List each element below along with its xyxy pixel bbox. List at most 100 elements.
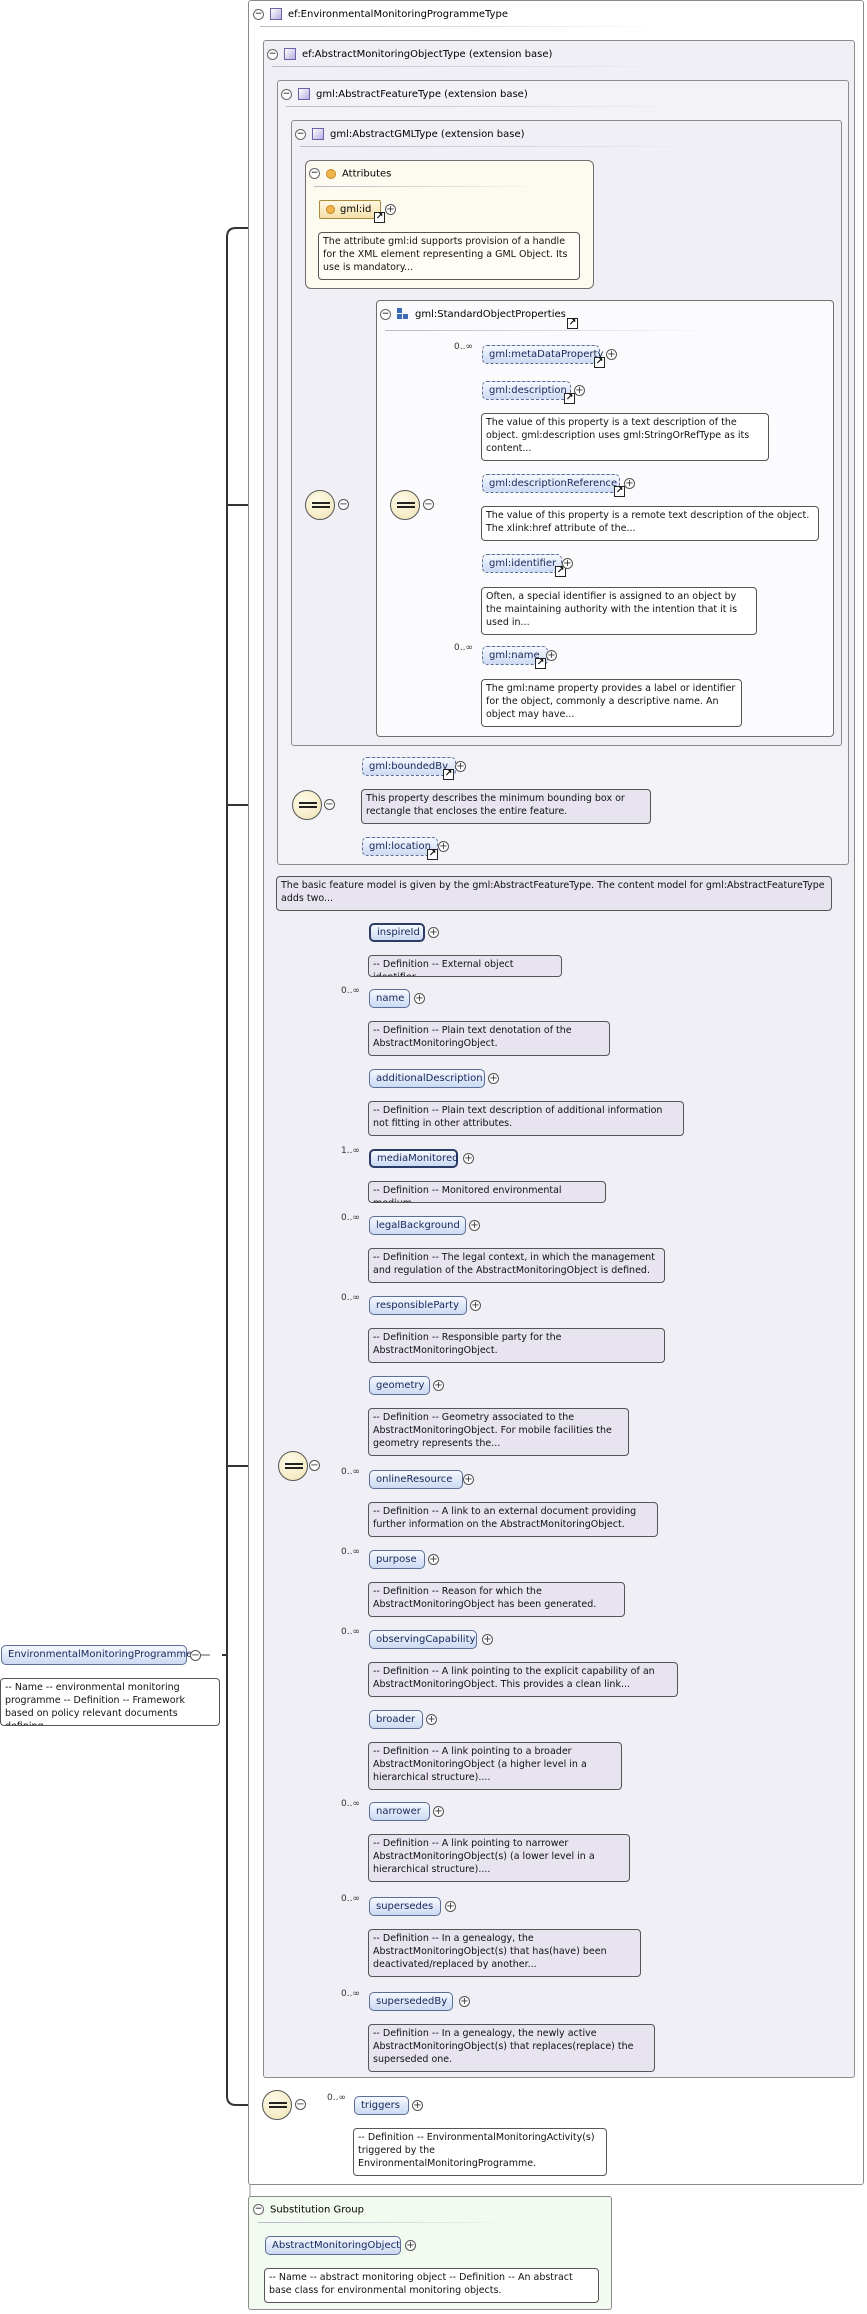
gml-boundedby-doc: This property describes the minimum boun… bbox=[361, 789, 651, 824]
collapse-icon[interactable]: − bbox=[253, 8, 264, 20]
expand-icon[interactable]: + bbox=[405, 2240, 416, 2251]
expand-icon[interactable]: + bbox=[428, 927, 439, 938]
abstract-feature-doc: The basic feature model is given by the … bbox=[276, 876, 832, 911]
collapse-icon[interactable]: − bbox=[423, 499, 434, 510]
gml-description-element[interactable]: gml:description bbox=[482, 381, 571, 400]
expand-icon[interactable]: + bbox=[546, 650, 557, 661]
expand-icon[interactable]: + bbox=[412, 2100, 423, 2111]
legalbackground-element[interactable]: legalBackground bbox=[369, 1216, 466, 1235]
root-doc: -- Name -- environmental monitoring prog… bbox=[0, 1678, 220, 1726]
std-props-title: −gml:StandardObjectProperties bbox=[380, 308, 566, 320]
reference-link-icon[interactable]: ↗ bbox=[567, 318, 578, 329]
reference-link-icon[interactable]: ↗ bbox=[535, 658, 546, 669]
mediamonitored-element[interactable]: mediaMonitored bbox=[369, 1149, 458, 1168]
group-icon bbox=[397, 308, 409, 320]
geometry-element[interactable]: geometry bbox=[369, 1376, 430, 1395]
sequence-compositor-icon bbox=[305, 490, 335, 520]
collapse-icon[interactable]: − bbox=[324, 799, 335, 810]
reference-link-icon[interactable]: ↗ bbox=[443, 769, 454, 780]
purpose-element[interactable]: purpose bbox=[369, 1550, 425, 1569]
gml-metadataproperty-element[interactable]: gml:metaDataProperty bbox=[482, 345, 603, 364]
reference-link-icon[interactable]: ↗ bbox=[374, 212, 385, 223]
supersededby-element[interactable]: supersededBy bbox=[369, 1992, 453, 2011]
expand-icon[interactable]: + bbox=[414, 993, 425, 1004]
attribute-icon bbox=[326, 168, 336, 179]
name-element[interactable]: name bbox=[369, 989, 410, 1008]
expand-icon[interactable]: + bbox=[433, 1380, 444, 1391]
collapse-icon[interactable]: − bbox=[380, 308, 391, 320]
expand-icon[interactable]: + bbox=[482, 1634, 493, 1645]
collapse-icon[interactable]: − bbox=[253, 2204, 264, 2215]
attribute-icon bbox=[326, 204, 335, 214]
expand-icon[interactable]: + bbox=[426, 1714, 437, 1725]
main-panel-title: −ef:EnvironmentalMonitoringProgrammeType bbox=[253, 8, 508, 20]
mediamonitored-doc: -- Definition -- Monitored environmental… bbox=[368, 1181, 606, 1203]
inspireid-element[interactable]: inspireId bbox=[369, 923, 425, 942]
responsibleparty-element[interactable]: responsibleParty bbox=[369, 1296, 467, 1315]
triggers-element[interactable]: triggers bbox=[354, 2096, 409, 2115]
expand-icon[interactable]: + bbox=[488, 1073, 499, 1084]
expand-icon[interactable]: + bbox=[459, 1996, 470, 2007]
reference-link-icon[interactable]: ↗ bbox=[555, 566, 566, 577]
abstract-gml-panel-title: −gml:AbstractGMLType (extension base) bbox=[295, 128, 525, 140]
geometry-doc: -- Definition -- Geometry associated to … bbox=[368, 1408, 629, 1456]
expand-icon[interactable]: + bbox=[445, 1901, 456, 1912]
expand-icon[interactable]: + bbox=[455, 761, 466, 772]
expand-icon[interactable]: + bbox=[385, 204, 396, 215]
reference-link-icon[interactable]: ↗ bbox=[594, 357, 605, 368]
gml-id-doc: The attribute gml:id supports provision … bbox=[318, 232, 580, 280]
abstract-feature-panel-title: −gml:AbstractFeatureType (extension base… bbox=[281, 88, 528, 100]
gml-name-doc: The gml:name property provides a label o… bbox=[481, 679, 742, 727]
expand-icon[interactable]: + bbox=[470, 1300, 481, 1311]
collapse-icon[interactable]: − bbox=[309, 1460, 320, 1471]
gml-identifier-element[interactable]: gml:identifier bbox=[482, 554, 562, 573]
additionaldescription-element[interactable]: additionalDescription bbox=[369, 1069, 485, 1088]
collapse-icon[interactable]: − bbox=[309, 168, 320, 179]
inspireid-doc: -- Definition -- External object identif… bbox=[368, 955, 562, 977]
legalbackground-doc: -- Definition -- The legal context, in w… bbox=[368, 1248, 665, 1283]
broader-element[interactable]: broader bbox=[369, 1710, 423, 1729]
abstract-monitoring-object-element[interactable]: AbstractMonitoringObject bbox=[265, 2236, 401, 2255]
expand-icon[interactable]: + bbox=[469, 1220, 480, 1231]
expand-icon[interactable]: + bbox=[624, 478, 635, 489]
collapse-icon[interactable]: − bbox=[338, 499, 349, 510]
reference-link-icon[interactable]: ↗ bbox=[427, 849, 438, 860]
sequence-compositor-icon bbox=[390, 490, 420, 520]
supersedes-element[interactable]: supersedes bbox=[369, 1897, 441, 1916]
expand-icon[interactable]: + bbox=[463, 1153, 474, 1164]
gml-descriptionreference-element[interactable]: gml:descriptionReference bbox=[482, 474, 620, 493]
collapse-icon[interactable]: − bbox=[295, 128, 306, 140]
complex-type-icon bbox=[298, 88, 310, 100]
abstract-monitoring-panel-title: −ef:AbstractMonitoringObjectType (extens… bbox=[267, 48, 553, 60]
purpose-doc: -- Definition -- Reason for which the Ab… bbox=[368, 1582, 625, 1617]
sequence-compositor-icon bbox=[292, 790, 322, 820]
expand-icon[interactable]: + bbox=[562, 558, 573, 569]
gml-location-element[interactable]: gml:location bbox=[362, 837, 438, 856]
expand-icon[interactable]: + bbox=[428, 1554, 439, 1565]
gml-descriptionreference-doc: The value of this property is a remote t… bbox=[481, 506, 819, 541]
additionaldescription-doc: -- Definition -- Plain text description … bbox=[368, 1101, 684, 1136]
expand-icon[interactable]: + bbox=[463, 1474, 474, 1485]
broader-doc: -- Definition -- A link pointing to a br… bbox=[368, 1742, 622, 1790]
observingcapability-element[interactable]: observingCapability bbox=[369, 1630, 477, 1649]
reference-link-icon[interactable]: ↗ bbox=[614, 486, 625, 497]
reference-link-icon[interactable]: ↗ bbox=[564, 393, 575, 404]
collapse-icon[interactable]: − bbox=[281, 88, 292, 100]
narrower-element[interactable]: narrower bbox=[369, 1802, 430, 1821]
expand-icon[interactable]: + bbox=[433, 1806, 444, 1817]
complex-type-icon bbox=[284, 48, 296, 60]
collapse-icon[interactable]: − bbox=[295, 2099, 306, 2110]
onlineresource-doc: -- Definition -- A link to an external d… bbox=[368, 1502, 658, 1537]
expand-icon[interactable]: + bbox=[606, 349, 617, 360]
sequence-compositor-icon bbox=[262, 2090, 292, 2120]
gml-id-attribute[interactable]: gml:id bbox=[319, 200, 381, 219]
expand-icon[interactable]: + bbox=[574, 385, 585, 396]
supersedes-doc: -- Definition -- In a genealogy, the Abs… bbox=[368, 1929, 641, 1977]
environmental-monitoring-programme-element[interactable]: EnvironmentalMonitoringProgramme bbox=[1, 1645, 192, 1665]
onlineresource-element[interactable]: onlineResource bbox=[369, 1470, 463, 1489]
complex-type-icon bbox=[312, 128, 324, 140]
collapse-icon[interactable]: − bbox=[267, 48, 278, 60]
expand-icon[interactable]: + bbox=[438, 841, 449, 852]
collapse-icon[interactable]: − bbox=[190, 1650, 201, 1661]
gml-boundedby-element[interactable]: gml:boundedBy bbox=[362, 757, 456, 776]
